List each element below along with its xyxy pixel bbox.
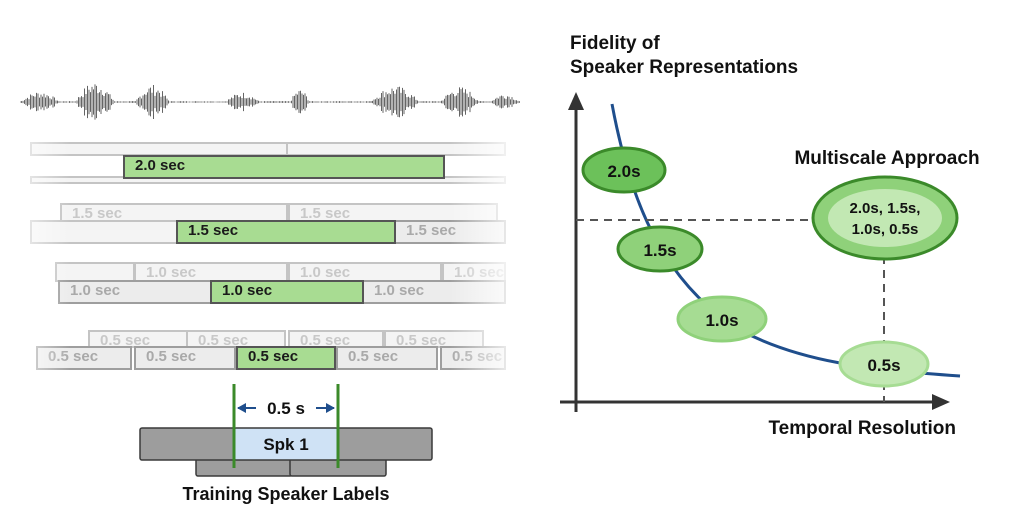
- segment-label: 0.5 sec: [248, 348, 299, 365]
- segment: 1.0 sec: [58, 280, 212, 304]
- segment-active-2-0: 2.0 sec: [123, 155, 445, 179]
- segment-active-0-5: 0.5 sec: [236, 346, 336, 370]
- scale-row-1-0: 1.0 sec 1.0 sec 1.0 sec 1.0 sec 1.0 sec …: [0, 262, 520, 312]
- segment-label: 0.5 sec: [100, 332, 151, 348]
- segment-track: [286, 142, 506, 156]
- multiscale-label-line1: 2.0s, 1.5s,: [850, 200, 921, 217]
- y-axis-label-line2: Speaker Representations: [570, 57, 798, 78]
- segment-label: 0.5 sec: [198, 332, 249, 348]
- scale-row-1-5: 1.5 sec 1.5 sec 1.5 sec 1.5 sec: [0, 203, 520, 253]
- y-axis-label-line1: Fidelity of: [570, 33, 660, 54]
- scale-ellipse-0-5: [838, 340, 930, 388]
- segment: 0.5 sec: [134, 346, 236, 370]
- segment-track: [30, 142, 288, 156]
- width-marker-label: 0.5 s: [267, 399, 305, 418]
- multiscale-title: Multiscale Approach: [794, 148, 979, 169]
- segment: 1.5 sec: [394, 220, 506, 244]
- speaker-label-diagram: Spk 1 0.5 s Training Speaker Labels: [139, 384, 433, 504]
- segment-label: 1.0 sec: [454, 264, 505, 281]
- waveform-overlay: [20, 80, 520, 124]
- segment-label: 1.0 sec: [222, 282, 273, 299]
- scale-ellipse-1-0: [676, 295, 768, 343]
- scale-label-1-5: 1.5s: [643, 241, 676, 260]
- segment-label: 0.5 sec: [48, 348, 99, 365]
- segment-label: 0.5 sec: [300, 332, 351, 348]
- segment-label: 1.5 sec: [300, 205, 351, 222]
- segment-active-1-5: 1.5 sec: [176, 220, 396, 244]
- segment: [55, 262, 135, 282]
- caption: Training Speaker Labels: [182, 484, 389, 504]
- arrowhead-right-icon: [326, 403, 335, 413]
- scale-label-0-5: 0.5s: [867, 356, 900, 375]
- segment-label: 1.0 sec: [146, 264, 197, 281]
- segment: 1.0 sec: [362, 280, 506, 304]
- segment-label: 1.5 sec: [72, 205, 123, 222]
- segment: 0.5 sec: [440, 346, 506, 370]
- fidelity-resolution-chart: Fidelity of Speaker Representations 2.0s…: [560, 33, 980, 439]
- segment-label: 1.0 sec: [374, 282, 425, 299]
- segment: 0.5 sec: [36, 346, 132, 370]
- segment-label: 1.5 sec: [406, 222, 457, 239]
- segment-label: 0.5 sec: [146, 348, 197, 365]
- x-axis-label: Temporal Resolution: [768, 418, 956, 439]
- multiscale-ellipse-inner: [828, 189, 942, 247]
- speaker-label: Spk 1: [263, 435, 308, 454]
- segment-label: 1.0 sec: [300, 264, 351, 281]
- x-axis-arrow-icon: [932, 394, 950, 410]
- scale-row-0-5: 0.5 sec 0.5 sec 0.5 sec 0.5 sec 0.5 sec …: [0, 330, 520, 374]
- segment: 0.5 sec: [336, 346, 438, 370]
- segment: 1.0 sec: [134, 262, 288, 282]
- label-block: [335, 427, 433, 461]
- scale-label-2-0: 2.0s: [607, 162, 640, 181]
- segment-label: 2.0 sec: [135, 157, 186, 174]
- segment-active-1-0: 1.0 sec: [210, 280, 364, 304]
- segment: 0.5 sec: [288, 330, 384, 348]
- scale-label-1-0: 1.0s: [705, 311, 738, 330]
- arrowhead-left-icon: [237, 403, 246, 413]
- segment: 1.0 sec: [288, 262, 442, 282]
- scale-row-2-0: 2.0 sec: [0, 140, 520, 190]
- segment-label: 1.0 sec: [70, 282, 121, 299]
- segment-track: [30, 220, 178, 244]
- segment-label: 0.5 sec: [348, 348, 399, 365]
- segment-label: 1.5 sec: [188, 222, 239, 239]
- segment: 1.0 sec: [442, 262, 506, 282]
- multiscale-segmentation-panel: 2.0 sec 1.5 sec 1.5 sec 1.5 sec 1.5 sec …: [0, 80, 520, 504]
- multiscale-label-line2: 1.0s, 0.5s: [852, 221, 919, 238]
- audio-waveform: [20, 80, 520, 124]
- segment-label: 0.5 sec: [452, 348, 503, 365]
- scale-ellipse-1-5: [616, 225, 704, 273]
- scale-ellipse-2-0: [581, 146, 667, 194]
- y-axis-arrow-icon: [568, 92, 584, 110]
- label-block: [139, 427, 237, 461]
- segment-label: 0.5 sec: [396, 332, 447, 348]
